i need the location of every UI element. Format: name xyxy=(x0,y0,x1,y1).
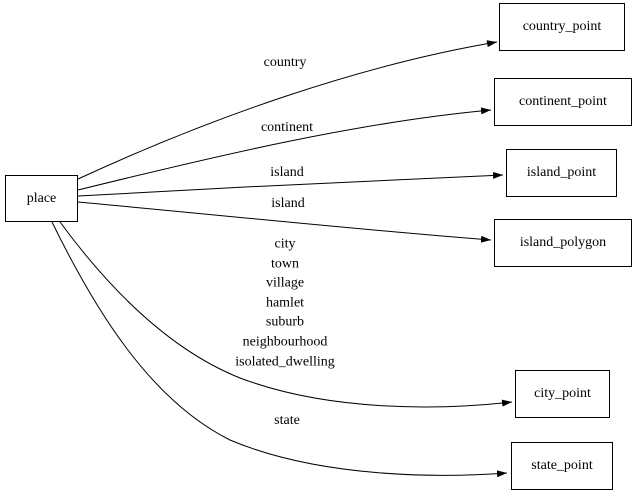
edge-place-city-point xyxy=(59,221,513,408)
edge-place-state-point xyxy=(51,221,508,478)
node-island-polygon: island_polygon xyxy=(494,219,632,267)
node-place-label: place xyxy=(26,190,57,206)
edge-label-island-point: island xyxy=(270,165,304,181)
node-city-point: city_point xyxy=(515,370,610,418)
edge-label-island-polygon: island xyxy=(271,196,305,212)
edge-place-island-polygon xyxy=(77,201,492,243)
node-island-point-label: island_point xyxy=(526,165,597,180)
edge-place-continent-point xyxy=(77,107,492,191)
node-continent-point: continent_point xyxy=(494,78,632,126)
edge-label-state: state xyxy=(274,413,300,429)
node-country-point: country_point xyxy=(499,3,625,51)
edge-place-island-point xyxy=(77,171,504,197)
node-island-point: island_point xyxy=(506,149,617,197)
node-continent-point-label: continent_point xyxy=(519,94,607,109)
edge-label-continent: continent xyxy=(260,120,314,136)
edge-place-country-point xyxy=(77,40,498,180)
node-state-point: state_point xyxy=(511,442,613,490)
node-state-point-label: state_point xyxy=(531,458,593,473)
edge-label-city-group: city town village hamlet suburb neighbou… xyxy=(235,236,335,369)
node-country-point-label: country_point xyxy=(522,19,602,34)
node-island-polygon-label: island_polygon xyxy=(519,235,607,250)
node-place: place xyxy=(5,175,78,222)
node-city-point-label: city_point xyxy=(534,386,591,401)
edge-label-country: country xyxy=(263,55,307,71)
